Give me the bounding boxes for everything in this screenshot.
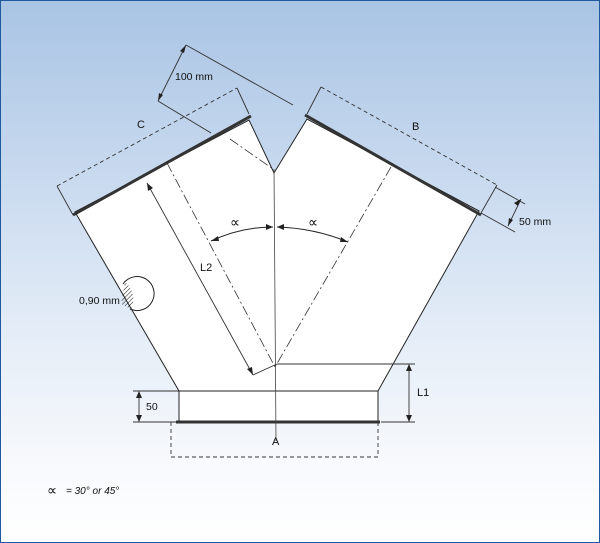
angle-arcs [210, 224, 349, 243]
alpha-right: ∝ [308, 215, 318, 231]
y-branch-body [74, 118, 480, 392]
dimension-l1 [277, 363, 415, 423]
note-text: = 30° or 45° [66, 486, 119, 497]
dimension-l2 [146, 182, 278, 376]
dimension-100mm [157, 44, 294, 134]
base-collar [178, 390, 379, 423]
label-l2: L2 [200, 262, 212, 274]
dimension-50mm-side [480, 186, 526, 233]
flange-c [72, 114, 252, 217]
label-c: C [137, 119, 145, 131]
label-l1: L1 [417, 387, 429, 399]
dimension-50-base [133, 390, 179, 423]
dimension-a [170, 422, 379, 458]
label-50mm-side: 50 mm [519, 216, 551, 228]
centerlines [166, 138, 392, 368]
note-symbol: ∝ [47, 483, 57, 499]
dimension-b [306, 86, 498, 214]
vertical-axis [273, 168, 277, 442]
alpha-left: ∝ [230, 215, 240, 231]
thickness-callout [121, 276, 155, 312]
label-a: A [272, 436, 280, 448]
label-50-base: 50 [146, 401, 158, 413]
label-thickness: 0,90 mm [79, 295, 120, 307]
label-b: B [412, 121, 419, 133]
flange-b [304, 113, 482, 217]
dimension-c [56, 87, 250, 216]
label-100mm: 100 mm [175, 71, 213, 83]
